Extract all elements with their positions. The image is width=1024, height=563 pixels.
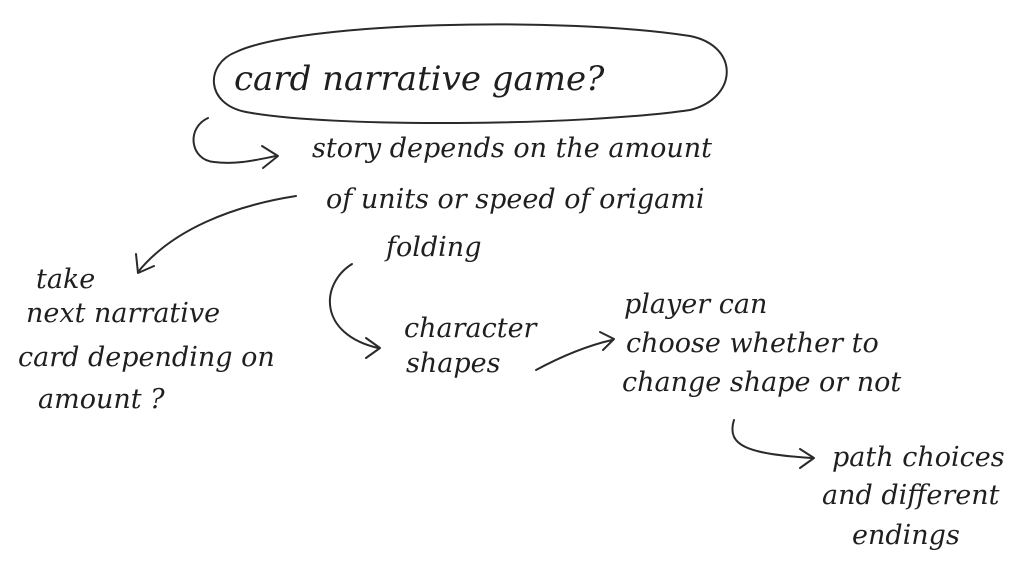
arrow-story-to-character xyxy=(329,263,381,359)
character-line-2: shapes xyxy=(406,348,500,379)
story-line-1: story depends on the amount xyxy=(312,133,712,164)
title-ellipse xyxy=(212,23,728,125)
player-line-1: player can xyxy=(624,289,767,320)
character-shapes-node: character shapes xyxy=(404,313,539,379)
arrow-player-to-path xyxy=(731,419,815,469)
character-line-1: character xyxy=(404,313,539,344)
title-text: card narrative game? xyxy=(234,59,605,99)
path-line-3: endings xyxy=(852,520,960,551)
arrow-character-to-player xyxy=(535,331,615,371)
story-line-3: folding xyxy=(384,232,481,263)
take-line-1: take xyxy=(36,264,95,295)
take-line-3: card depending on xyxy=(18,342,275,373)
title-node: card narrative game? xyxy=(212,23,728,125)
arrow-story-to-take xyxy=(135,195,297,274)
story-node: story depends on the amount of units or … xyxy=(312,133,712,263)
take-line-2: next narrative xyxy=(26,298,220,329)
path-line-2: and different xyxy=(822,480,1000,511)
player-choice-node: player can choose whether to change shap… xyxy=(622,289,901,398)
path-line-1: path choices xyxy=(832,442,1005,473)
story-line-2: of units or speed of origami xyxy=(326,184,705,215)
arrow-title-to-story xyxy=(192,117,279,169)
take-next-node: take next narrative card depending on am… xyxy=(18,264,275,415)
path-choices-node: path choices and different endings xyxy=(822,442,1005,551)
player-line-3: change shape or not xyxy=(622,367,901,398)
take-line-4: amount ? xyxy=(38,384,165,415)
player-line-2: choose whether to xyxy=(626,328,879,359)
